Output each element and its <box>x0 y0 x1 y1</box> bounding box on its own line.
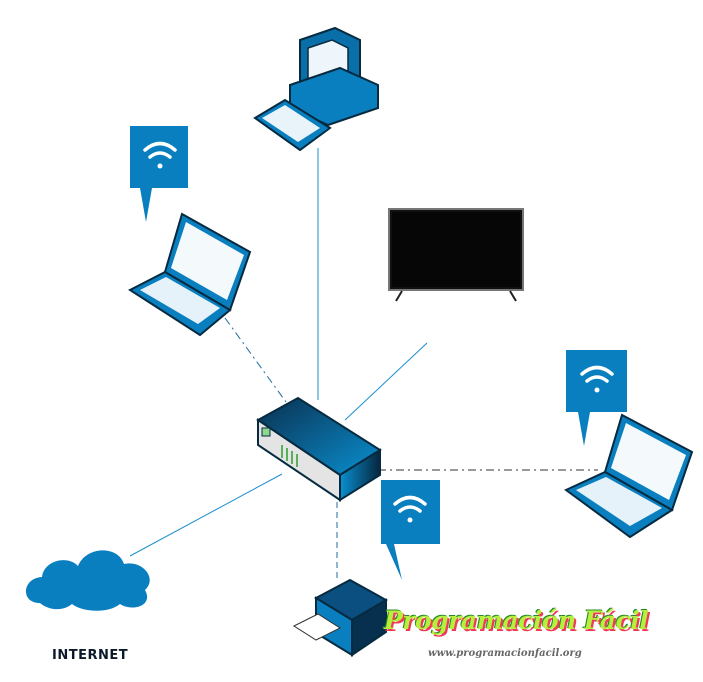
logo-title: Programación Fácil <box>384 606 649 635</box>
laptop-right-icon[interactable] <box>564 413 694 539</box>
link-tv <box>344 342 428 421</box>
printer-icon[interactable] <box>292 578 389 657</box>
wifi-bubble-right <box>566 350 627 446</box>
wifi-icon <box>580 365 614 393</box>
logo-url: www.programacionfacil.org <box>428 648 582 659</box>
laptop-left-icon[interactable] <box>128 212 252 337</box>
wifi-bubble-printer <box>381 480 440 580</box>
router-icon[interactable] <box>256 396 382 502</box>
internet-cloud-icon[interactable] <box>25 550 150 611</box>
wifi-icon <box>143 141 177 169</box>
link-internet <box>129 473 283 557</box>
wifi-icon <box>393 495 427 523</box>
wifi-bubble-left <box>130 126 188 222</box>
link-laptop-left <box>224 317 287 403</box>
internet-label: INTERNET <box>52 648 129 663</box>
desktop-computer-icon[interactable] <box>253 26 379 152</box>
television-icon[interactable] <box>388 208 524 302</box>
